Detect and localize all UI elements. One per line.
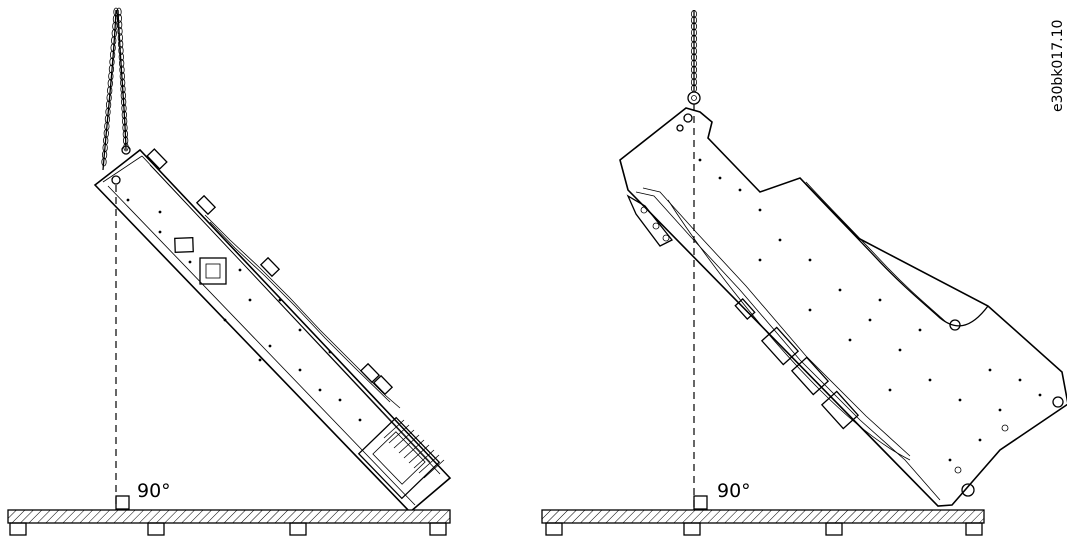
- pallet: [541, 509, 985, 536]
- pallet: [7, 509, 451, 536]
- drive-cabinet: [619, 107, 1067, 507]
- drive-cabinet: [93, 145, 452, 514]
- angle-label: 90°: [137, 480, 171, 502]
- left-panel: 90°: [7, 7, 452, 536]
- right-angle-marker: [115, 495, 130, 510]
- lifting-chain: [687, 9, 701, 105]
- angle-label: 90°: [717, 480, 751, 502]
- figure-code: e30bk017.10: [1050, 20, 1066, 112]
- right-angle-marker: [693, 495, 708, 510]
- lifting-chain: [101, 7, 129, 171]
- right-panel: 90°: [541, 9, 1067, 536]
